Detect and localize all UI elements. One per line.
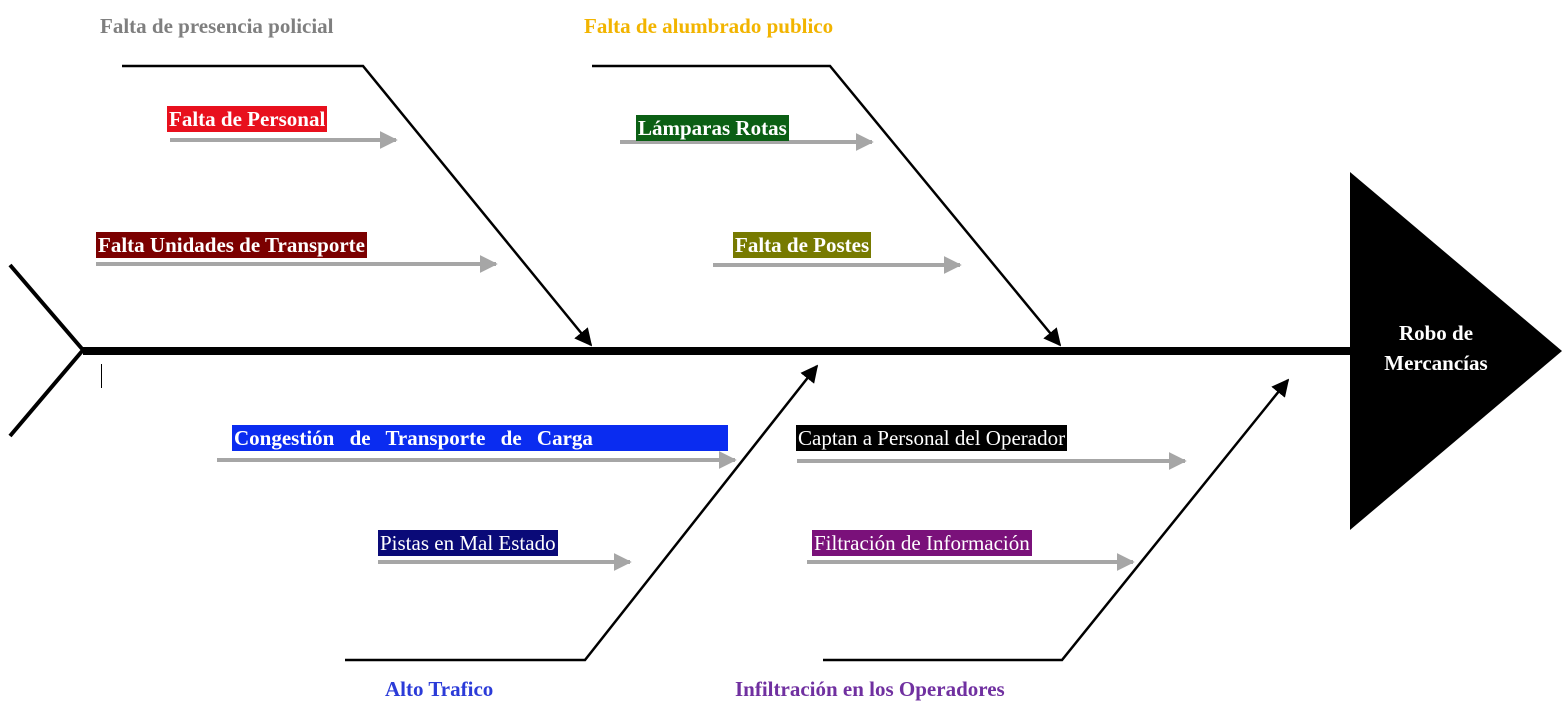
cause-label-filtracion: Filtración de Información	[812, 530, 1032, 556]
effect-label: Robo de Mercancías	[1366, 318, 1506, 378]
effect-label-line-2: Mercancías	[1384, 351, 1488, 375]
cause-label-captan: Captan a Personal del Operador	[796, 425, 1068, 451]
category-label-policia: Falta de presencia policial	[100, 14, 334, 38]
cause-label-unidades: Falta Unidades de Transporte	[96, 232, 367, 258]
bone-policia	[122, 64, 593, 347]
cause-label-pistas: Pistas en Mal Estado	[378, 530, 558, 556]
cause-label-postes: Falta de Postes	[733, 232, 872, 258]
fish-head	[1350, 172, 1562, 530]
category-label-infiltracion: Infiltración en los Operadores	[735, 677, 1005, 701]
bone-alumbrado	[592, 64, 1062, 347]
category-label-alumbrado: Falta de alumbrado publico	[584, 14, 834, 38]
bone-infiltracion	[823, 378, 1290, 662]
category-label-trafico: Alto Trafico	[385, 677, 494, 701]
cause-label-congestion: Congestión de Transporte de Carga	[232, 425, 728, 451]
cause-label-lamparas: Lámparas Rotas	[636, 115, 789, 141]
cause-label-personal: Falta de Personal	[167, 106, 328, 132]
text-cursor	[101, 364, 102, 388]
bone-trafico	[345, 364, 819, 662]
fish-tail	[8, 263, 86, 438]
effect-label-line-1: Robo de	[1398, 321, 1474, 345]
